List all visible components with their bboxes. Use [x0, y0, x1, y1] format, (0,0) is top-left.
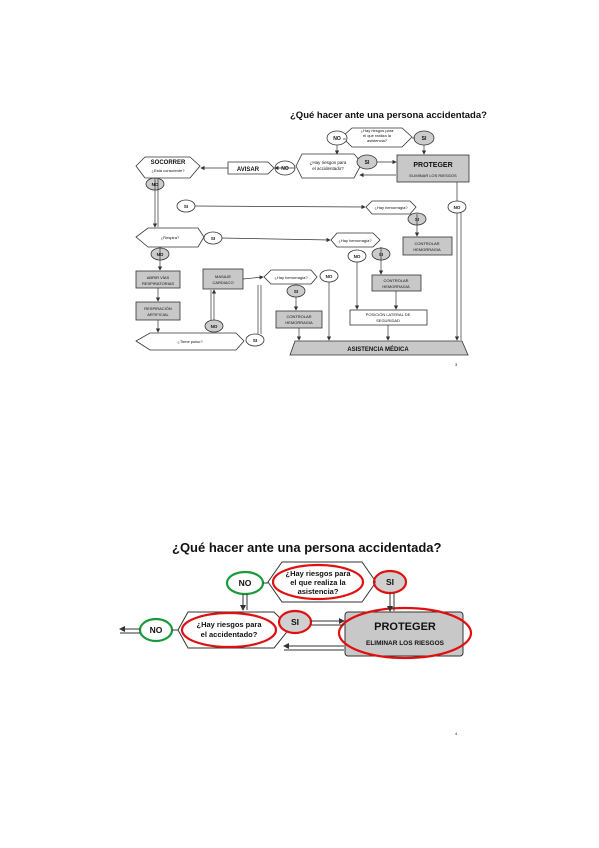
svg-text:SI: SI	[291, 617, 299, 627]
node-hemorragia-mid	[330, 232, 381, 248]
slide2-title: ¿Qué hacer ante una persona accidentada?	[172, 540, 442, 555]
svg-text:¿Tiene pulso?: ¿Tiene pulso?	[177, 339, 203, 344]
svg-text:asistencia?: asistencia?	[367, 138, 388, 143]
node-socorrer	[135, 156, 201, 179]
svg-text:asistencia?: asistencia?	[298, 587, 339, 596]
svg-text:NO: NO	[326, 274, 333, 279]
slide2-hex-riesgos-asistencia	[267, 561, 377, 603]
svg-text:NO: NO	[454, 205, 461, 210]
box-posicion	[349, 309, 428, 326]
svg-text:HEMORRAGIA: HEMORRAGIA	[413, 247, 441, 252]
box-controlar-hem-2	[371, 274, 422, 292]
svg-text:RESPIRATORIAS: RESPIRATORIAS	[142, 281, 174, 286]
svg-text:PROTEGER: PROTEGER	[374, 621, 436, 633]
label-si-top: SI	[422, 136, 427, 142]
svg-text:NO: NO	[281, 166, 289, 172]
box-asistencia	[289, 340, 469, 356]
svg-text:¿Hay hemorragia?: ¿Hay hemorragia?	[374, 205, 408, 210]
svg-text:el que realiza la: el que realiza la	[363, 133, 392, 138]
node-riesgos-asistencia: ¿Hay riesgos para el que realiza la asis…	[341, 127, 413, 148]
svg-text:NO: NO	[239, 578, 252, 588]
svg-text:el que realiza la: el que realiza la	[290, 578, 346, 587]
box-respiracion	[135, 301, 181, 321]
svg-text:CONTROLAR: CONTROLAR	[286, 314, 311, 319]
svg-text:¿Hay riesgos para: ¿Hay riesgos para	[310, 160, 347, 165]
node-hemorragia-low	[263, 269, 318, 285]
svg-text:HEMORRAGIA: HEMORRAGIA	[382, 284, 410, 289]
svg-text:SI: SI	[253, 338, 257, 343]
svg-text:SI: SI	[294, 289, 298, 294]
slide2-page-number: 4	[455, 731, 458, 736]
svg-text:ASISTENCIA MÉDICA: ASISTENCIA MÉDICA	[347, 345, 409, 353]
label-no-top: NO	[333, 136, 341, 142]
svg-text:SI: SI	[184, 204, 188, 209]
slide2-box-proteger	[344, 611, 464, 657]
svg-text:NO: NO	[354, 254, 361, 259]
node-riesgos-accidentado: ¿Hay riesgos para el accidentado?	[295, 153, 363, 179]
svg-text:¿Hay hemorragia?: ¿Hay hemorragia?	[338, 238, 372, 243]
svg-text:el accidentado?: el accidentado?	[312, 166, 344, 171]
slide2-si-mid	[277, 609, 313, 635]
svg-text:CONTROLAR: CONTROLAR	[383, 278, 408, 283]
svg-text:NO: NO	[211, 324, 218, 329]
node-hemorragia-top	[365, 200, 417, 215]
slide1-page-number: 3	[455, 362, 458, 367]
slide2-red-circle-question	[271, 563, 365, 601]
slide1-title: ¿Qué hacer ante una persona accidentada?	[290, 110, 487, 121]
box-avisar	[227, 161, 275, 175]
svg-text:ELIMINAR LOS RIESGOS: ELIMINAR LOS RIESGOS	[409, 173, 457, 178]
svg-text:¿Hay riesgos para: ¿Hay riesgos para	[285, 569, 351, 578]
svg-text:CONTROLAR: CONTROLAR	[414, 241, 439, 246]
slide2-red-circle-accidentado	[180, 611, 278, 649]
svg-text:ARTIFICIAL: ARTIFICIAL	[147, 312, 169, 317]
svg-text:AVISAR: AVISAR	[237, 167, 260, 173]
svg-text:ELIMINAR LOS RIESGOS: ELIMINAR LOS RIESGOS	[366, 640, 445, 647]
svg-text:¿Hay riesgos para: ¿Hay riesgos para	[196, 620, 262, 629]
svg-text:RESPIRACIÓN: RESPIRACIÓN	[144, 306, 172, 311]
box-proteger	[396, 154, 470, 183]
svg-text:¿Está consciente?: ¿Está consciente?	[152, 168, 186, 173]
slide-2: ¿Qué hacer ante una persona accidentada?…	[119, 540, 473, 736]
slide-1: ¿Qué hacer ante una persona accidentada?…	[135, 110, 487, 367]
svg-text:¿Respira?: ¿Respira?	[161, 235, 180, 240]
svg-text:el accidentado?: el accidentado?	[201, 630, 258, 639]
svg-text:ABRIR VÍAS: ABRIR VÍAS	[147, 275, 170, 280]
svg-text:SI: SI	[386, 577, 394, 587]
svg-text:MASAJE: MASAJE	[215, 274, 231, 279]
svg-text:PROTEGER: PROTEGER	[413, 162, 452, 169]
svg-text:¿Hay hemorragia?: ¿Hay hemorragia?	[274, 275, 308, 280]
svg-text:SOCORRER: SOCORRER	[151, 160, 186, 166]
slide2-red-circle-proteger	[337, 606, 473, 660]
box-controlar-hem-1	[402, 236, 453, 256]
svg-text:CARDIACO: CARDIACO	[212, 280, 233, 285]
svg-text:HEMORRAGIA: HEMORRAGIA	[285, 320, 313, 325]
svg-text:SI: SI	[365, 160, 370, 166]
node-pulso	[135, 332, 245, 351]
node-respira	[135, 227, 205, 248]
svg-text:SI: SI	[211, 236, 215, 241]
svg-text:NO: NO	[150, 625, 163, 635]
slide1-connectors	[152, 137, 462, 341]
slide2-connectors	[119, 581, 395, 651]
box-masaje	[202, 268, 244, 290]
svg-text:POSICIÓN LATERAL DE: POSICIÓN LATERAL DE	[366, 312, 411, 317]
svg-text:SEGURIDAD: SEGURIDAD	[376, 318, 400, 323]
svg-text:¿Hay riesgos para: ¿Hay riesgos para	[361, 128, 394, 133]
